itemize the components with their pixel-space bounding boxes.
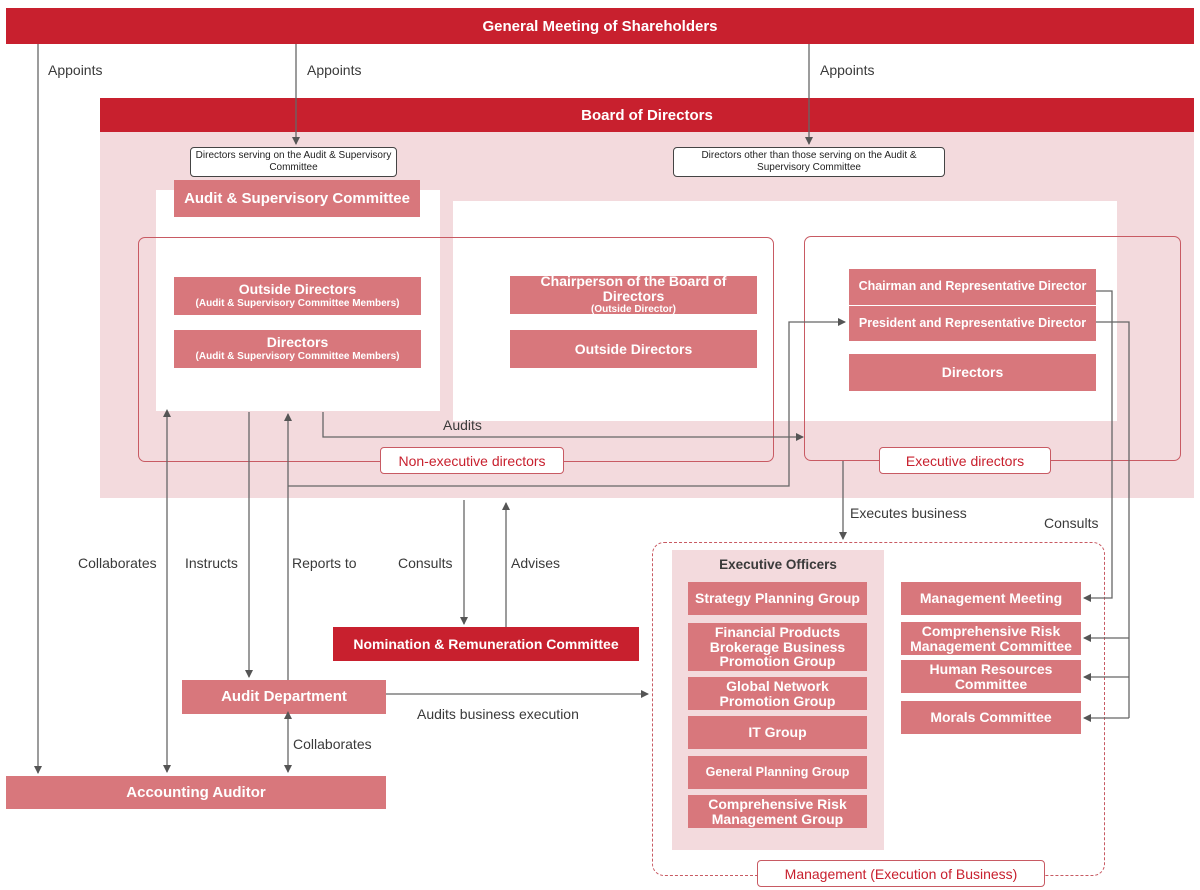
outside-directors-ac-title: Outside Directors bbox=[238, 281, 357, 298]
accounting-auditor: Accounting Auditor bbox=[6, 776, 386, 809]
label-consults-right: Consults bbox=[1044, 515, 1099, 531]
management-meeting: Management Meeting bbox=[901, 582, 1081, 615]
label-reports-to: Reports to bbox=[292, 555, 357, 571]
label-collaborates-bottom: Collaborates bbox=[293, 736, 372, 752]
chairperson-sub: (Outside Director) bbox=[590, 304, 676, 316]
note-audit-directors: Directors serving on the Audit & Supervi… bbox=[190, 147, 397, 177]
label-appoints-1: Appoints bbox=[48, 62, 103, 78]
morals-committee: Morals Committee bbox=[901, 701, 1081, 734]
label-audits-business-execution: Audits business execution bbox=[417, 706, 579, 722]
outside-directors-ac-sub: (Audit & Supervisory Committee Members) bbox=[195, 298, 400, 310]
group-strategy-planning: Strategy Planning Group bbox=[688, 582, 867, 615]
shareholders-bar: General Meeting of Shareholders bbox=[6, 8, 1194, 44]
president-link-line bbox=[288, 318, 846, 487]
group-general-planning: General Planning Group bbox=[688, 756, 867, 789]
directors-ac: Directors (Audit & Supervisory Committee… bbox=[174, 330, 421, 368]
executive-officers-title: Executive Officers bbox=[719, 557, 837, 572]
label-collaborates-left: Collaborates bbox=[78, 555, 157, 571]
label-consults: Consults bbox=[398, 555, 453, 571]
group-financial-products: Financial Products Brokerage Business Pr… bbox=[688, 623, 867, 671]
chairperson-title: Chairperson of the Board of Directors bbox=[540, 273, 727, 304]
human-resources-committee: Human Resources Committee bbox=[901, 660, 1081, 693]
chairman-representative-director: Chairman and Representative Director bbox=[849, 269, 1096, 305]
executive-tag: Executive directors bbox=[879, 447, 1051, 474]
label-advises: Advises bbox=[511, 555, 561, 571]
chairman-consults-line bbox=[1083, 290, 1113, 602]
audit-department: Audit Department bbox=[182, 680, 386, 714]
label-audits: Audits bbox=[443, 417, 482, 433]
president-consults-line bbox=[1096, 321, 1130, 718]
group-global-network: Global Network Promotion Group bbox=[688, 677, 867, 710]
management-tag: Management (Execution of Business) bbox=[757, 860, 1045, 887]
audit-supervisory-committee: Audit & Supervisory Committee bbox=[174, 180, 420, 217]
non-executive-tag: Non-executive directors bbox=[380, 447, 564, 474]
nomination-remuneration-committee: Nomination & Remuneration Committee bbox=[333, 627, 639, 661]
outside-directors: Outside Directors bbox=[510, 330, 757, 368]
directors-ac-sub: (Audit & Supervisory Committee Members) bbox=[195, 351, 400, 363]
comprehensive-risk-committee: Comprehensive Risk Management Committee bbox=[901, 622, 1081, 655]
label-appoints-3: Appoints bbox=[820, 62, 875, 78]
outside-directors-ac: Outside Directors (Audit & Supervisory C… bbox=[174, 277, 421, 315]
executive-directors-box: Directors bbox=[849, 354, 1096, 391]
label-instructs: Instructs bbox=[185, 555, 238, 571]
president-representative-director: President and Representative Director bbox=[849, 306, 1096, 341]
directors-ac-title: Directors bbox=[266, 334, 329, 351]
label-executes-business: Executes business bbox=[850, 505, 967, 521]
board-bar: Board of Directors bbox=[100, 98, 1194, 132]
audits-line bbox=[322, 412, 804, 441]
note-other-directors: Directors other than those serving on th… bbox=[673, 147, 945, 177]
chairperson-box: Chairperson of the Board of Directors (O… bbox=[510, 273, 757, 316]
group-it: IT Group bbox=[688, 716, 867, 749]
label-appoints-2: Appoints bbox=[307, 62, 362, 78]
group-comprehensive-risk: Comprehensive Risk Management Group bbox=[688, 795, 867, 828]
